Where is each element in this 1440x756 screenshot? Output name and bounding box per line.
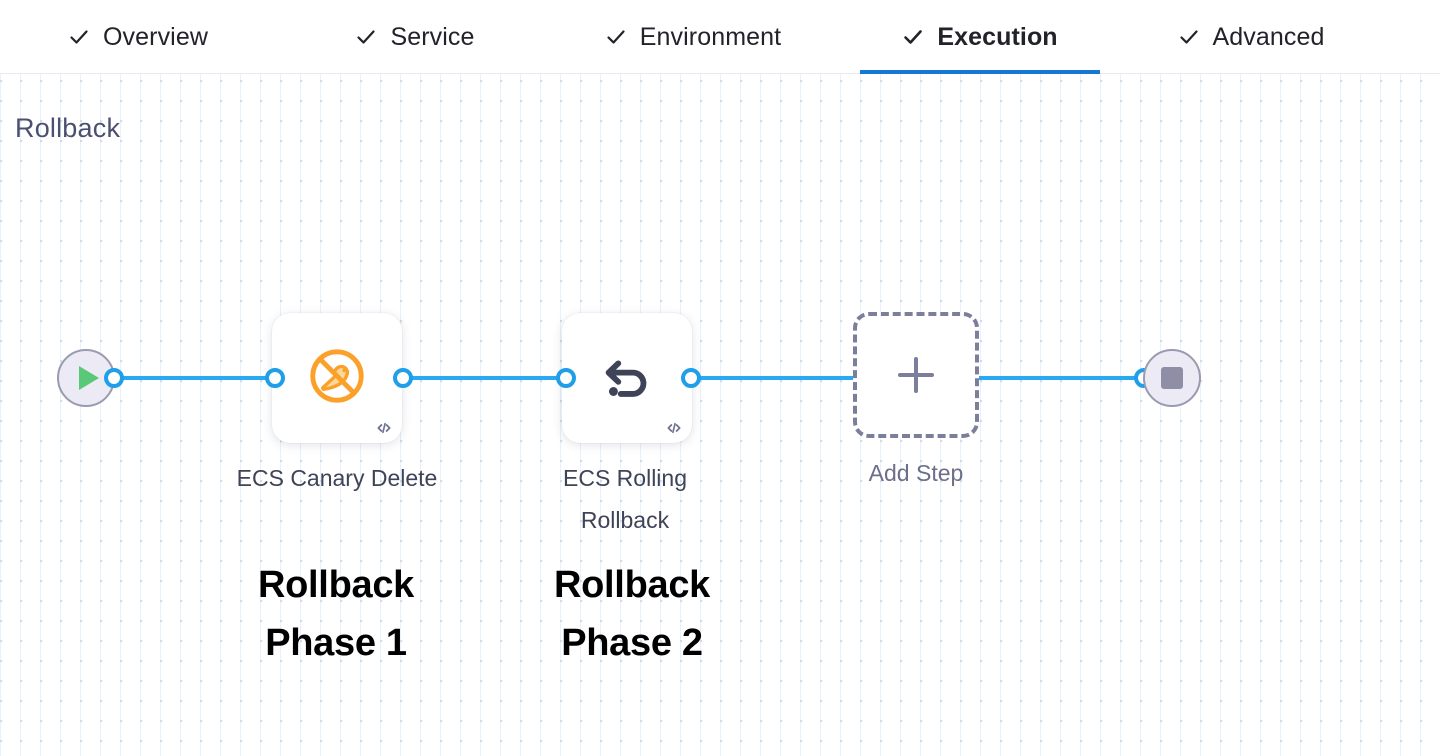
connector-dot-rolling-out[interactable] [681, 368, 701, 388]
connector-dot-start-out[interactable] [104, 368, 124, 388]
tab-environment[interactable]: Environment [586, 0, 800, 74]
add-step-label: Add Step [868, 460, 964, 486]
check-icon [68, 26, 90, 48]
tab-execution-label: Execution [937, 22, 1058, 51]
step-label-ecs-canary-delete: ECS Canary Delete [236, 465, 438, 491]
annotation-rollback-phase-1: Rollback Phase 1 [186, 556, 486, 672]
connector-dot-rolling-in[interactable] [556, 368, 576, 388]
code-icon[interactable] [375, 419, 393, 437]
canary-delete-icon [306, 345, 368, 412]
page-title: Rollback [15, 113, 121, 143]
step-node-ecs-canary-delete[interactable] [272, 313, 402, 443]
annotation-line-1: Rollback [554, 564, 710, 606]
code-icon[interactable] [665, 419, 683, 437]
connector-dot-canary-in[interactable] [265, 368, 285, 388]
annotation-line-1: Rollback [258, 564, 414, 606]
tab-environment-label: Environment [639, 22, 782, 51]
add-step-button[interactable] [853, 312, 979, 438]
stop-icon [1161, 367, 1183, 389]
tab-execution[interactable]: Execution [860, 0, 1100, 74]
tab-active-underline [860, 69, 1100, 74]
check-icon [902, 26, 924, 48]
connector-addstep-to-end [912, 376, 1144, 380]
start-node[interactable] [57, 349, 115, 407]
connector-dot-canary-out[interactable] [393, 368, 413, 388]
tab-service[interactable]: Service [336, 0, 494, 74]
tab-service-label: Service [390, 22, 475, 51]
tab-advanced[interactable]: Advanced [1154, 0, 1348, 74]
tab-overview-label: Overview [103, 22, 208, 51]
check-icon [355, 26, 377, 48]
tab-advanced-label: Advanced [1212, 22, 1325, 51]
annotation-rollback-phase-2: Rollback Phase 2 [482, 556, 782, 672]
wizard-tab-bar: Overview Service Environment [0, 0, 1440, 74]
connector-canary-to-rolling [400, 376, 570, 380]
pipeline-canvas[interactable]: Rollback [0, 74, 1440, 756]
connector-rolling-to-addstep [688, 376, 920, 380]
step-label-ecs-rolling-rollback: ECS Rolling Rollback [563, 465, 687, 533]
end-node[interactable] [1143, 349, 1201, 407]
plus-icon [893, 352, 939, 398]
connector-start-to-canary [112, 376, 282, 380]
play-icon [79, 366, 99, 390]
check-icon [1178, 26, 1200, 48]
tab-overview[interactable]: Overview [50, 0, 226, 74]
pipeline-graph: ECS Canary Delete [0, 74, 1440, 756]
step-node-ecs-rolling-rollback[interactable] [562, 313, 692, 443]
annotation-line-2: Phase 2 [561, 622, 703, 664]
rollback-arrow-icon [596, 345, 658, 412]
check-icon [605, 26, 627, 48]
annotation-line-2: Phase 1 [265, 622, 407, 664]
